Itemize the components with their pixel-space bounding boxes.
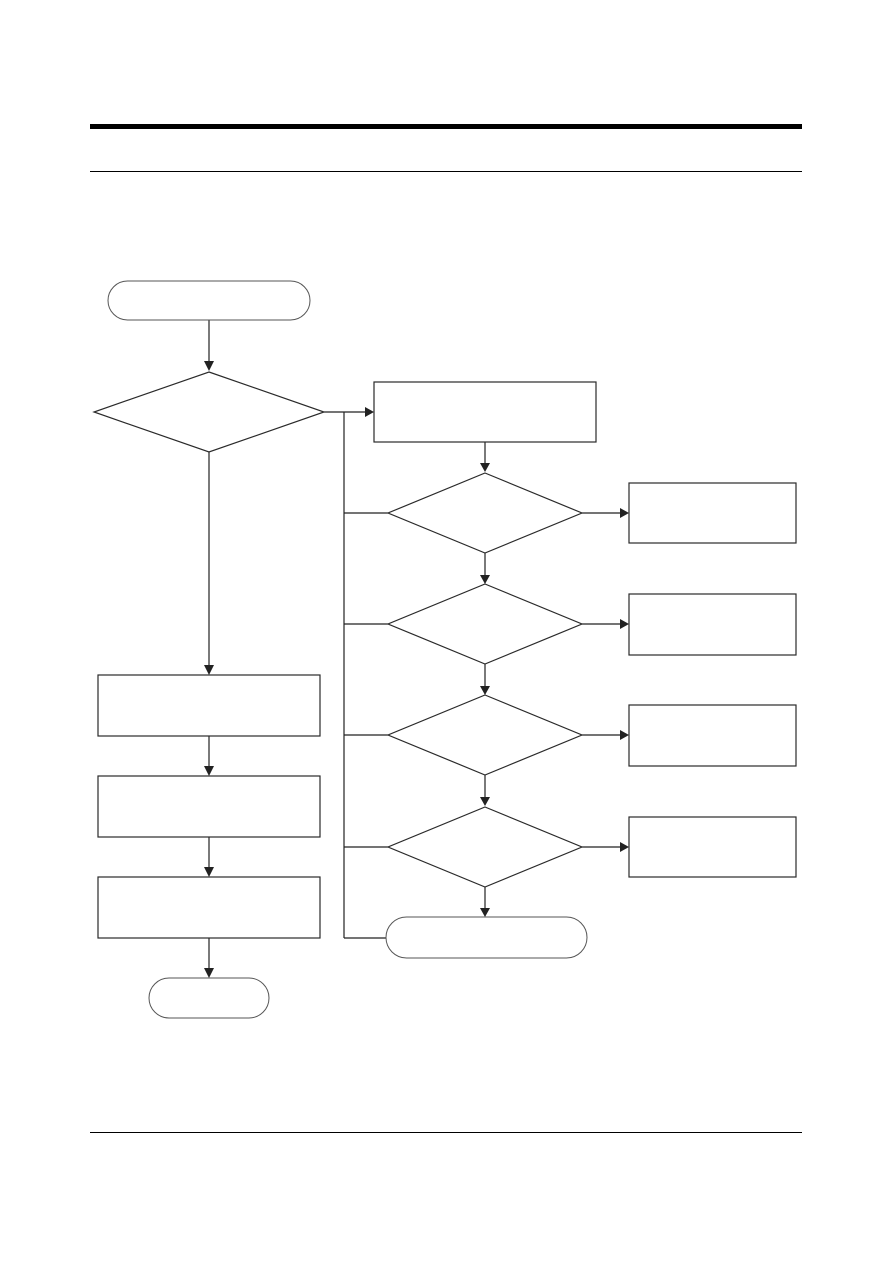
decision-4	[386, 806, 584, 888]
decision-2	[386, 583, 584, 665]
result-1	[628, 482, 797, 544]
decision-3	[386, 694, 584, 776]
left-end-terminal	[148, 977, 270, 1019]
arrowhead	[620, 508, 629, 518]
arrowhead	[620, 842, 629, 852]
arrowhead	[204, 867, 214, 877]
arrowhead	[480, 575, 490, 584]
arrowhead	[204, 361, 214, 371]
arrowhead	[480, 797, 490, 806]
right-process-top	[373, 381, 597, 443]
left-process-2	[97, 775, 321, 838]
arrowhead	[204, 766, 214, 776]
right-end-terminal	[385, 916, 588, 959]
arrowhead	[480, 686, 490, 695]
result-2	[628, 593, 797, 656]
arrowhead	[620, 730, 629, 740]
result-3	[628, 704, 797, 767]
main-decision	[92, 371, 326, 453]
arrowhead	[480, 908, 490, 917]
arrowhead	[365, 407, 374, 417]
arrowhead	[480, 463, 490, 472]
result-4	[628, 816, 797, 878]
arrowhead	[204, 968, 214, 978]
arrowhead	[620, 619, 629, 629]
start-terminal	[107, 280, 311, 321]
left-process-1	[97, 674, 321, 737]
header-thick-rule	[90, 124, 802, 129]
decision-1	[386, 472, 584, 554]
left-process-3	[97, 876, 321, 939]
arrowhead	[204, 665, 214, 675]
